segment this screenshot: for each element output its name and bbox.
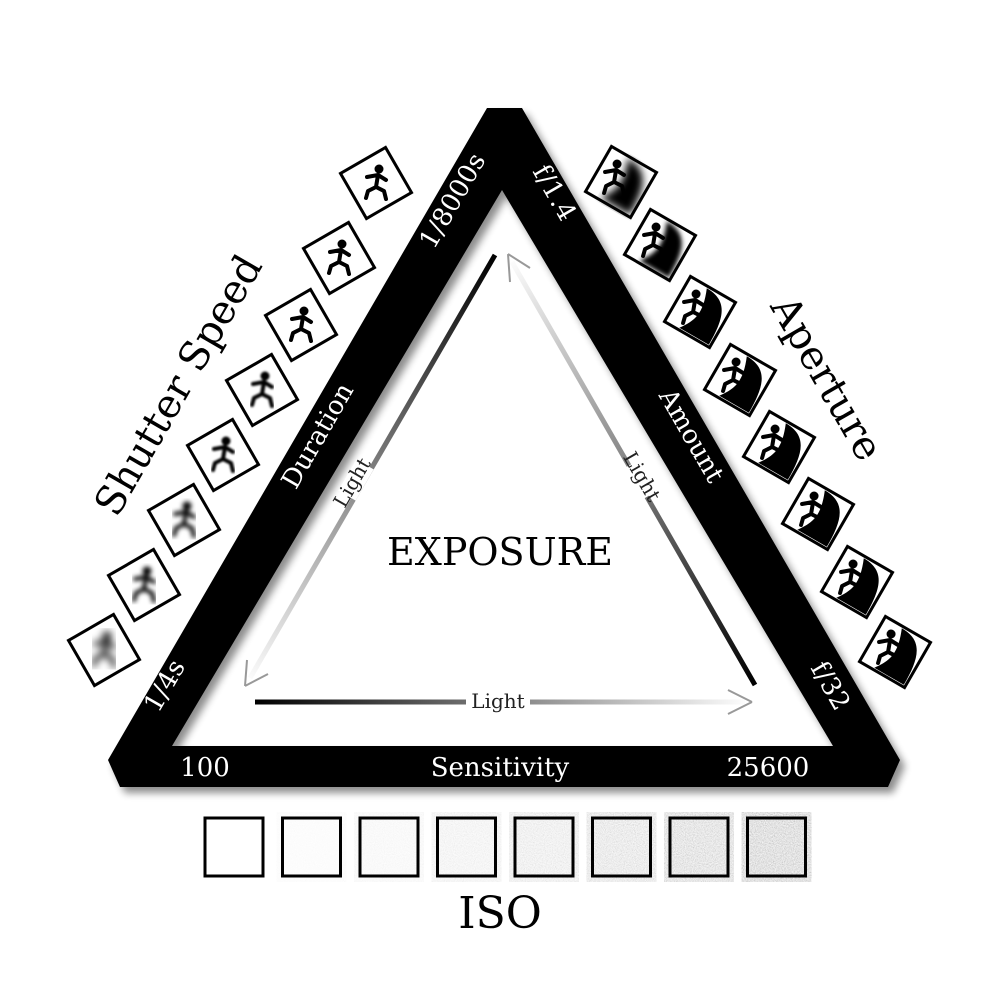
left-light-arrow bbox=[244, 253, 498, 687]
triangle-band bbox=[108, 108, 900, 787]
aperture-samples bbox=[583, 144, 933, 690]
shutter-speed-samples bbox=[66, 145, 414, 688]
iso-sample-box bbox=[436, 816, 497, 878]
aperture-sample-box bbox=[702, 342, 778, 418]
aperture-sample-box bbox=[819, 544, 895, 620]
aperture-sample-box bbox=[583, 144, 659, 220]
aperture-sample-box bbox=[622, 207, 698, 283]
aperture-sample-box bbox=[662, 274, 738, 350]
aperture-sample-box bbox=[741, 409, 817, 485]
iso-sample-box bbox=[358, 816, 420, 878]
iso-light-label: Light bbox=[471, 689, 524, 713]
iso-title: ISO bbox=[458, 888, 542, 939]
iso-high-label: 25600 bbox=[727, 753, 810, 783]
shutter-sample-box bbox=[185, 417, 261, 493]
shutter-sample-box bbox=[263, 287, 339, 363]
sensitivity-label: Sensitivity bbox=[431, 753, 570, 783]
shutter-sample-box bbox=[106, 547, 182, 623]
shutter-sample-box bbox=[224, 352, 300, 428]
aperture-sample-box bbox=[780, 476, 856, 552]
iso-sample-box bbox=[591, 816, 652, 878]
shutter-sample-box bbox=[301, 220, 377, 296]
shutter-sample-box bbox=[146, 482, 222, 558]
iso-low-label: 100 bbox=[180, 753, 230, 783]
iso-sample-box bbox=[746, 816, 807, 878]
iso-sample-box bbox=[281, 816, 342, 878]
shutter-sample-box bbox=[66, 612, 142, 688]
aperture-sample-box bbox=[857, 614, 933, 690]
exposure-label: EXPOSURE bbox=[387, 530, 613, 574]
shutter-sample-box bbox=[338, 145, 414, 221]
iso-sample-box bbox=[513, 816, 575, 878]
iso-sample-box bbox=[203, 816, 265, 878]
aperture-light-label: Light bbox=[618, 447, 665, 505]
iso-sample-box bbox=[668, 816, 730, 878]
iso-samples bbox=[203, 816, 807, 878]
